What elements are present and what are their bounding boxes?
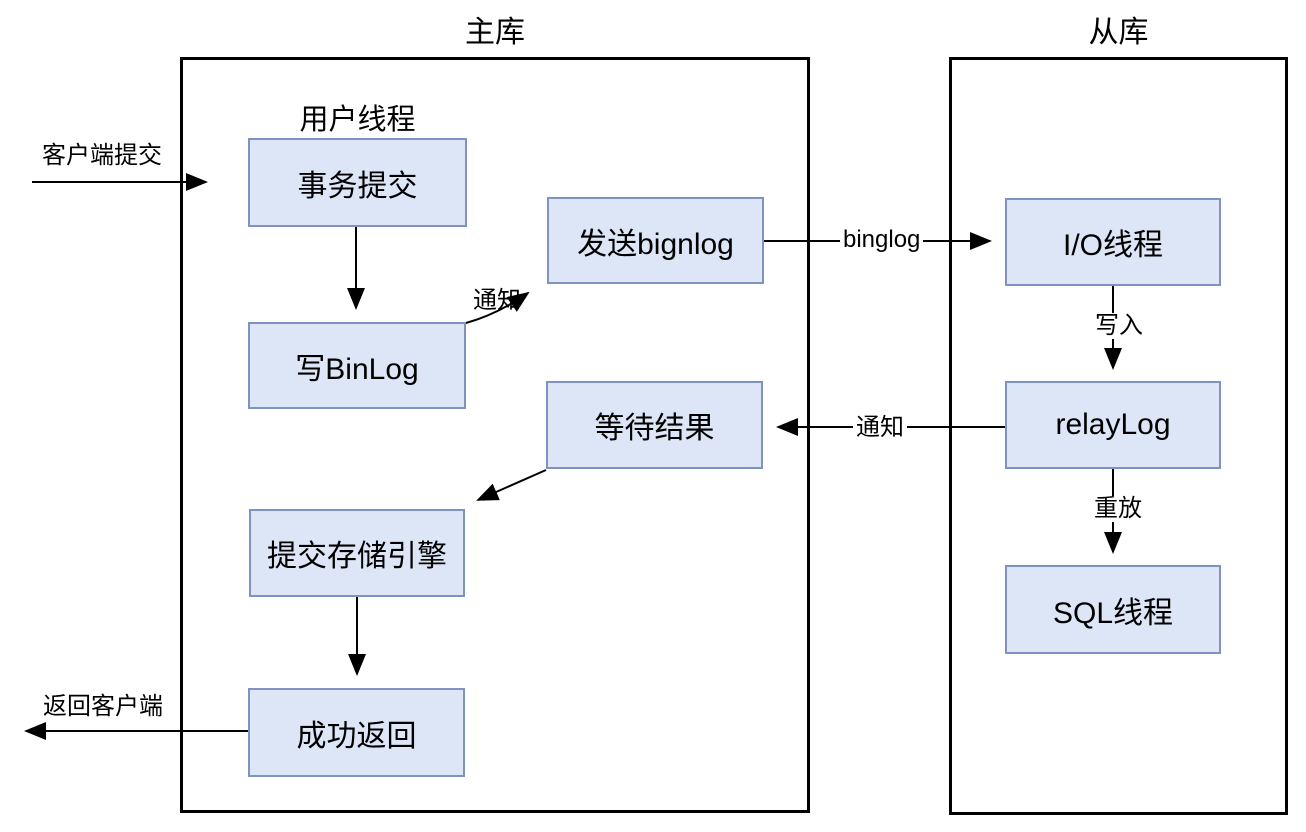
node-transaction-commit: 事务提交 <box>248 138 467 227</box>
node-write-binlog: 写BinLog <box>248 322 466 409</box>
node-relay-log: relayLog <box>1005 381 1221 469</box>
edge-label-return-client: 返回客户端 <box>43 693 163 720</box>
node-success-return: 成功返回 <box>248 688 465 777</box>
edge-label-client-submit: 客户端提交 <box>42 142 162 169</box>
node-io-thread: I/O线程 <box>1005 198 1221 286</box>
node-commit-storage-engine: 提交存储引擎 <box>249 509 465 597</box>
master-container-title: 主库 <box>465 16 525 49</box>
node-wait-result-label: 等待结果 <box>594 412 715 445</box>
node-wait-result: 等待结果 <box>546 381 763 469</box>
node-relay-log-label: relayLog <box>1055 408 1171 441</box>
node-sql-thread-label: SQL线程 <box>1052 596 1174 630</box>
edge-label-binglog: binglog <box>840 226 924 254</box>
edge-label-replay: 重放 <box>1091 495 1145 523</box>
node-commit-storage-engine-label: 提交存储引擎 <box>267 540 447 573</box>
edge-label-notify-send: 通知 <box>473 287 521 314</box>
edge-label-write-in: 写入 <box>1092 312 1146 340</box>
node-write-binlog-label: 写BinLog <box>295 352 419 386</box>
node-sql-thread: SQL线程 <box>1005 565 1221 654</box>
node-send-binlog-label: 发送bignlog <box>577 227 734 261</box>
slave-container <box>949 57 1288 815</box>
node-success-return-label: 成功返回 <box>296 719 417 753</box>
edge-label-notify-wait: 通知 <box>853 414 907 442</box>
node-send-binlog: 发送bignlog <box>547 197 764 284</box>
node-transaction-commit-label: 事务提交 <box>297 169 418 203</box>
node-io-thread-label: I/O线程 <box>1062 229 1163 262</box>
user-thread-group-label: 用户线程 <box>299 104 416 136</box>
master-container <box>180 57 810 813</box>
slave-container-title: 从库 <box>1088 16 1149 49</box>
